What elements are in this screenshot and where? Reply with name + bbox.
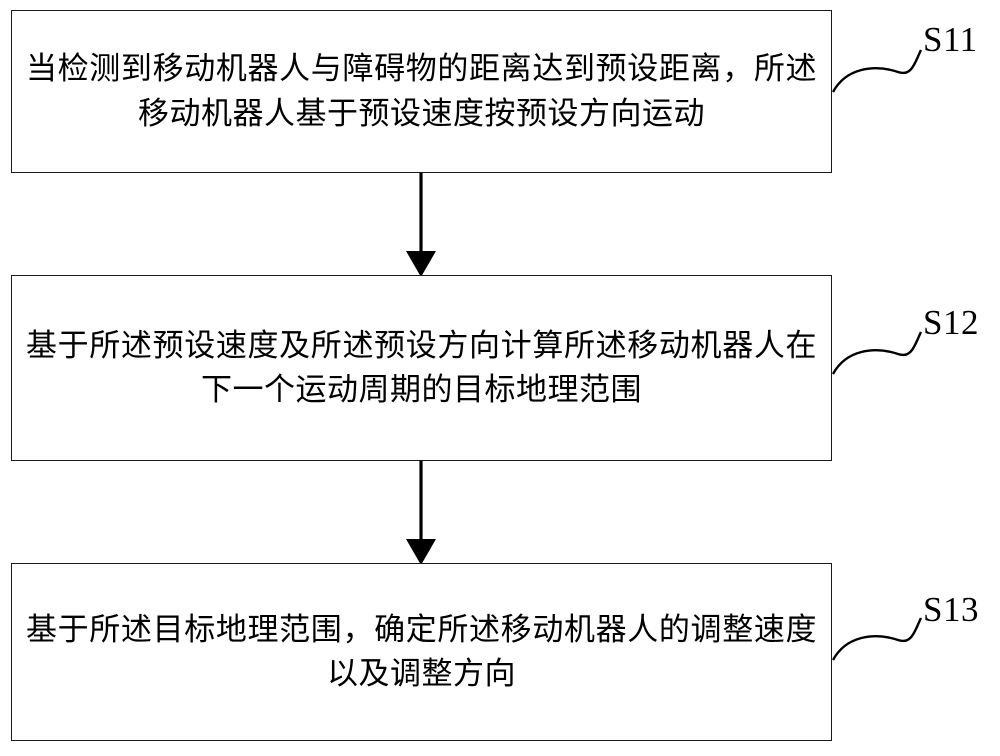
process-box-s13: 基于所述目标地理范围，确定所述移动机器人的调整速度以及调整方向 [11,563,832,741]
process-box-s11-text: 当检测到移动机器人与障碍物的距离达到预设距离，所述移动机器人基于预设速度按预设方… [26,51,817,131]
process-box-s13-text: 基于所述目标地理范围，确定所述移动机器人的调整速度以及调整方向 [26,611,817,691]
process-box-s12-text: 基于所述预设速度及所述预设方向计算所述移动机器人在下一个运动周期的目标地理范围 [26,327,817,407]
leader-line-s11 [831,49,923,93]
step-label-s11: S11 [923,20,978,59]
step-label-s12: S12 [923,303,979,342]
step-label-s13: S13 [923,590,979,629]
leader-line-s12 [831,331,923,375]
process-box-s11: 当检测到移动机器人与障碍物的距离达到预设距离，所述移动机器人基于预设速度按预设方… [11,10,832,173]
leader-line-s13 [831,617,923,661]
arrow-s11-to-s12 [406,173,436,277]
process-box-s12: 基于所述预设速度及所述预设方向计算所述移动机器人在下一个运动周期的目标地理范围 [11,275,832,461]
arrow-s12-to-s13 [406,461,436,565]
